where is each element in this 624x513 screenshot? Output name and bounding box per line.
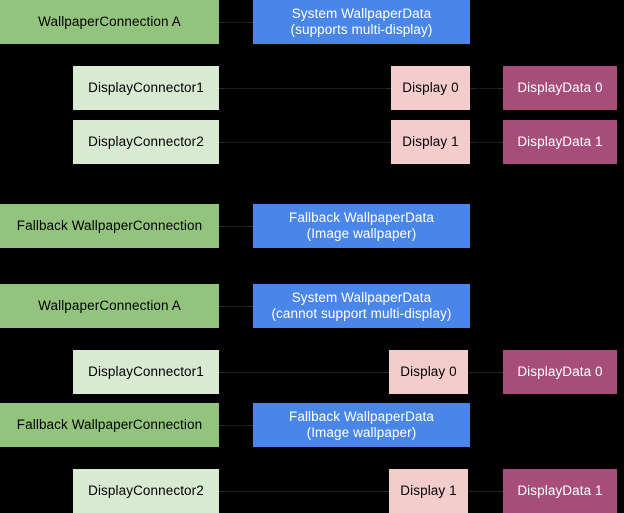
edge-n9-to-n10	[219, 226, 253, 227]
edge-n6-to-n7	[219, 142, 391, 143]
edge-tick	[470, 88, 475, 89]
node-connector-n6[interactable]: DisplayConnector2	[73, 120, 219, 164]
node-display-n4[interactable]: Display 0	[391, 66, 470, 110]
edge-tick	[219, 226, 224, 227]
edge-tick	[468, 372, 473, 373]
edge-n18-to-n19	[219, 491, 389, 492]
node-connector-n18[interactable]: DisplayConnector2	[73, 469, 219, 513]
node-connector-n3[interactable]: DisplayConnector1	[73, 66, 219, 110]
edge-tick	[386, 88, 391, 89]
edge-n19-to-n20	[468, 491, 503, 492]
node-connection-n11[interactable]: WallpaperConnection A	[0, 284, 219, 328]
node-displaydata-n20[interactable]: DisplayData 1	[503, 469, 617, 513]
edge-tick	[248, 425, 253, 426]
edge-tick	[468, 491, 473, 492]
edge-tick	[498, 372, 503, 373]
edge-n3-to-n4	[219, 88, 391, 89]
edge-tick	[219, 425, 224, 426]
edge-n11-to-n12	[219, 306, 253, 307]
edge-tick	[219, 372, 224, 373]
node-wallpaperdata-n10[interactable]: Fallback WallpaperData (Image wallpaper)	[253, 204, 470, 248]
edge-tick	[248, 226, 253, 227]
edge-n16-to-n17	[219, 425, 253, 426]
node-display-n19[interactable]: Display 1	[389, 469, 468, 513]
node-wallpaperdata-n12[interactable]: System WallpaperData (cannot support mul…	[253, 284, 470, 328]
edge-tick	[498, 88, 503, 89]
edge-tick	[470, 142, 475, 143]
node-displaydata-n8[interactable]: DisplayData 1	[503, 120, 617, 164]
edge-tick	[384, 491, 389, 492]
node-wallpaperdata-n17[interactable]: Fallback WallpaperData (Image wallpaper)	[253, 403, 470, 447]
edge-tick	[219, 88, 224, 89]
node-displaydata-n5[interactable]: DisplayData 0	[503, 66, 617, 110]
edge-tick	[219, 306, 224, 307]
node-connection-n16[interactable]: Fallback WallpaperConnection	[0, 403, 219, 447]
edge-tick	[248, 306, 253, 307]
edge-tick	[219, 491, 224, 492]
node-connection-n9[interactable]: Fallback WallpaperConnection	[0, 204, 219, 248]
edge-n7-to-n8	[470, 142, 503, 143]
edge-tick	[498, 491, 503, 492]
node-connection-n1[interactable]: WallpaperConnection A	[0, 0, 219, 44]
node-connector-n13[interactable]: DisplayConnector1	[73, 350, 219, 394]
edge-tick	[219, 22, 224, 23]
edge-tick	[384, 372, 389, 373]
node-display-n14[interactable]: Display 0	[389, 350, 468, 394]
node-displaydata-n15[interactable]: DisplayData 0	[503, 350, 617, 394]
edge-n13-to-n14	[219, 372, 389, 373]
edge-tick	[248, 22, 253, 23]
edge-n1-to-n2	[219, 22, 253, 23]
node-display-n7[interactable]: Display 1	[391, 120, 470, 164]
edge-n4-to-n5	[470, 88, 503, 89]
node-wallpaperdata-n2[interactable]: System WallpaperData (supports multi-dis…	[253, 0, 470, 44]
edge-tick	[498, 142, 503, 143]
edge-n14-to-n15	[468, 372, 503, 373]
edge-tick	[219, 142, 224, 143]
edge-tick	[386, 142, 391, 143]
